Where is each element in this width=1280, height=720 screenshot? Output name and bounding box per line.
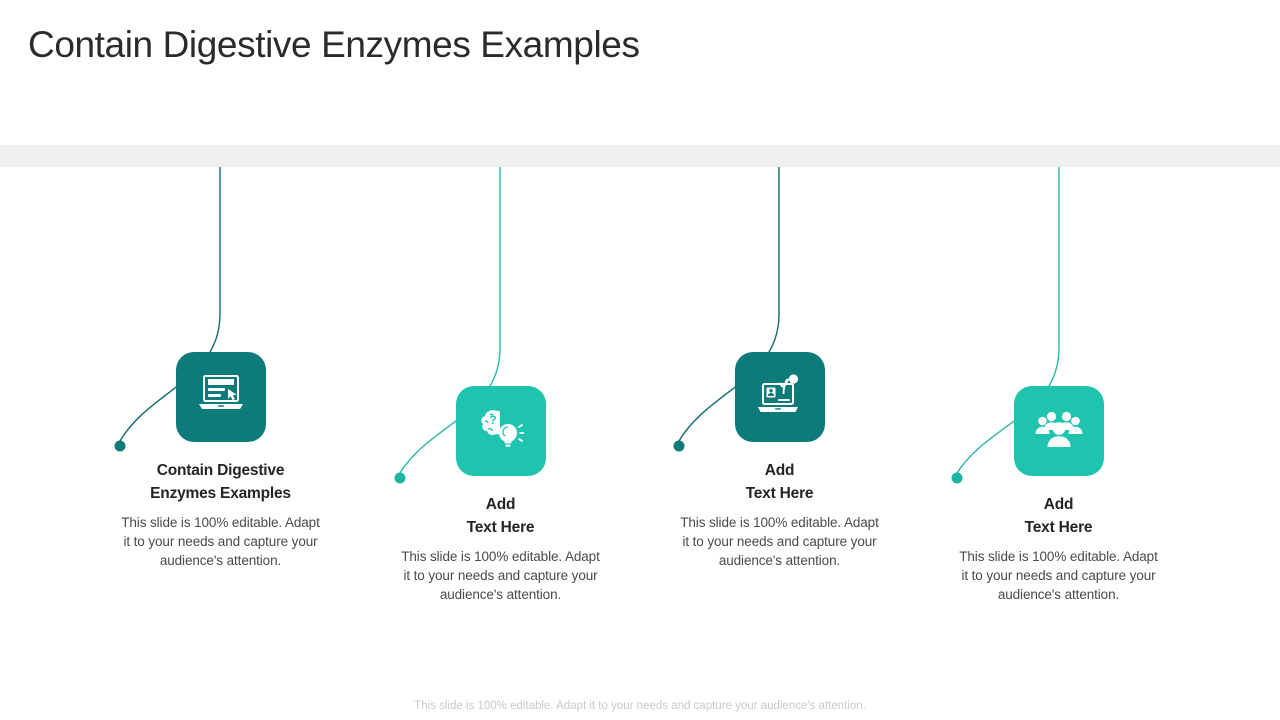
content-item-3[interactable]: Add Text Here This slide is 100% editabl… [672, 352, 887, 570]
content-item-1[interactable]: Contain Digestive Enzymes Examples This … [113, 352, 328, 570]
item-heading-2: Add Text Here [466, 496, 535, 536]
item-body-1: This slide is 100% editable. Adapt it to… [121, 515, 320, 568]
icon-tile-1[interactable] [175, 352, 266, 442]
content-item-4[interactable]: Add Text Here This slide is 100% editabl… [951, 386, 1166, 604]
item-body-3: This slide is 100% editable. Adapt it to… [680, 515, 879, 568]
page-title: Contain Digestive Enzymes Examples [28, 24, 640, 65]
team-group-icon [1034, 407, 1084, 456]
item-heading-3: Add Text Here [745, 462, 814, 502]
svg-text:?: ? [489, 413, 496, 427]
laptop-quiz-icon [196, 373, 246, 422]
laptop-plant-growth-icon [755, 372, 805, 423]
item-heading-4: Add Text Here [1024, 496, 1093, 536]
icon-tile-4[interactable] [1013, 386, 1104, 476]
icon-tile-3[interactable] [734, 352, 825, 442]
item-heading-1: Contain Digestive Enzymes Examples [150, 462, 291, 502]
icon-tile-2[interactable]: ? [455, 386, 546, 476]
item-body-4: This slide is 100% editable. Adapt it to… [959, 549, 1158, 602]
content-item-2[interactable]: ? Add Text Here This slide is 100% edita… [393, 386, 608, 604]
item-body-2: This slide is 100% editable. Adapt it to… [401, 549, 600, 602]
divider-band [0, 145, 1280, 167]
footer-note: This slide is 100% editable. Adapt it to… [414, 700, 866, 712]
brain-lightbulb-question-icon: ? [477, 407, 525, 456]
